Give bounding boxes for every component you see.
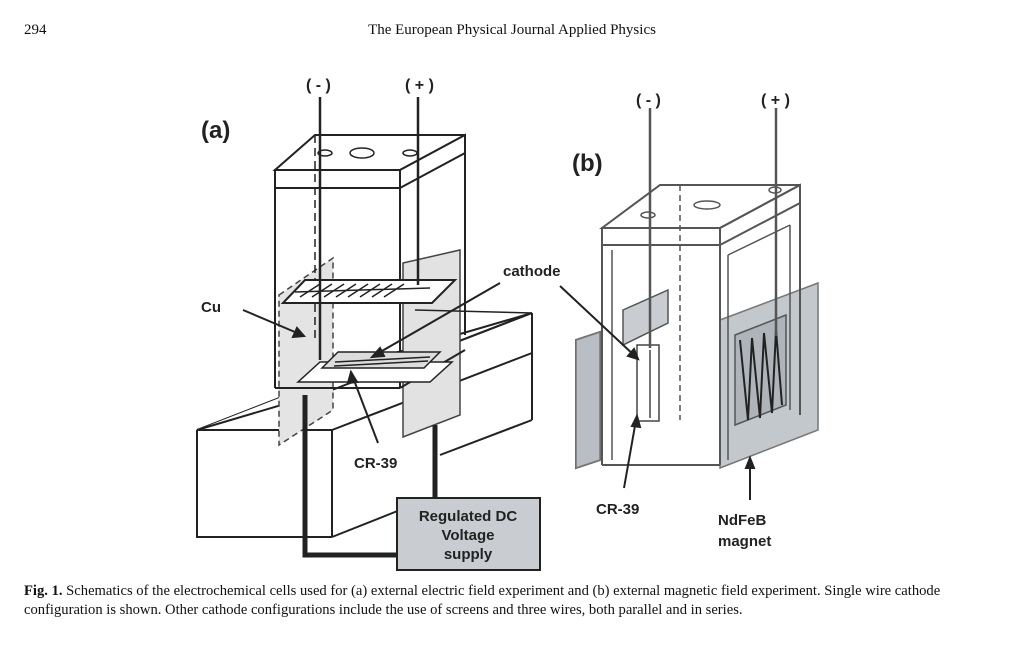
figure-1-schematic: (a) ( - ) ( + ) Cu cathode CR-39 Regulat…: [196, 77, 819, 571]
label-cr39-a: CR-39: [354, 455, 397, 472]
figure-caption: Fig. 1. Schematics of the electrochemica…: [24, 582, 1000, 620]
cr39-b: [636, 344, 660, 422]
cell-box-b: [598, 183, 801, 466]
cu-plate-right: [402, 249, 461, 439]
magnet-left-front: [575, 330, 601, 470]
anode-coil: [734, 313, 787, 427]
caption-text: Schematics of the electrochemical cells …: [24, 583, 941, 618]
power-supply-line-1: Regulated DC: [419, 508, 518, 525]
cathode-assembly: [296, 351, 454, 383]
magnet-label-line-1: NdFeB: [718, 512, 767, 529]
label-cr39-b: CR-39: [596, 501, 639, 518]
page-number: 294: [24, 22, 47, 38]
terminal-positive-b: ( + ): [761, 92, 790, 109]
label-cathode: cathode: [503, 263, 561, 280]
terminal-negative-a: ( - ): [306, 77, 331, 94]
anode-screen: [280, 279, 458, 304]
power-supply-line-3: supply: [444, 546, 493, 563]
terminal-positive-a: ( + ): [405, 77, 434, 94]
panel-a-label: (a): [201, 117, 230, 144]
label-cu: Cu: [201, 299, 221, 316]
panel-b: [559, 108, 819, 500]
terminal-negative-b: ( - ): [636, 92, 661, 109]
magnet-label-line-2: magnet: [718, 533, 771, 550]
pointer-arrows-b: [559, 285, 756, 500]
power-supply: [396, 497, 541, 571]
caption-label: Fig. 1.: [24, 583, 63, 599]
power-supply-line-2: Voltage: [441, 527, 494, 544]
panel-b-label: (b): [572, 150, 603, 177]
cu-plate-b: [622, 288, 669, 347]
supply-lead-left: [302, 395, 397, 558]
panel-a: [196, 97, 541, 571]
pointer-arrows-a: [242, 282, 501, 444]
running-head: The European Physical Journal Applied Ph…: [368, 22, 656, 38]
